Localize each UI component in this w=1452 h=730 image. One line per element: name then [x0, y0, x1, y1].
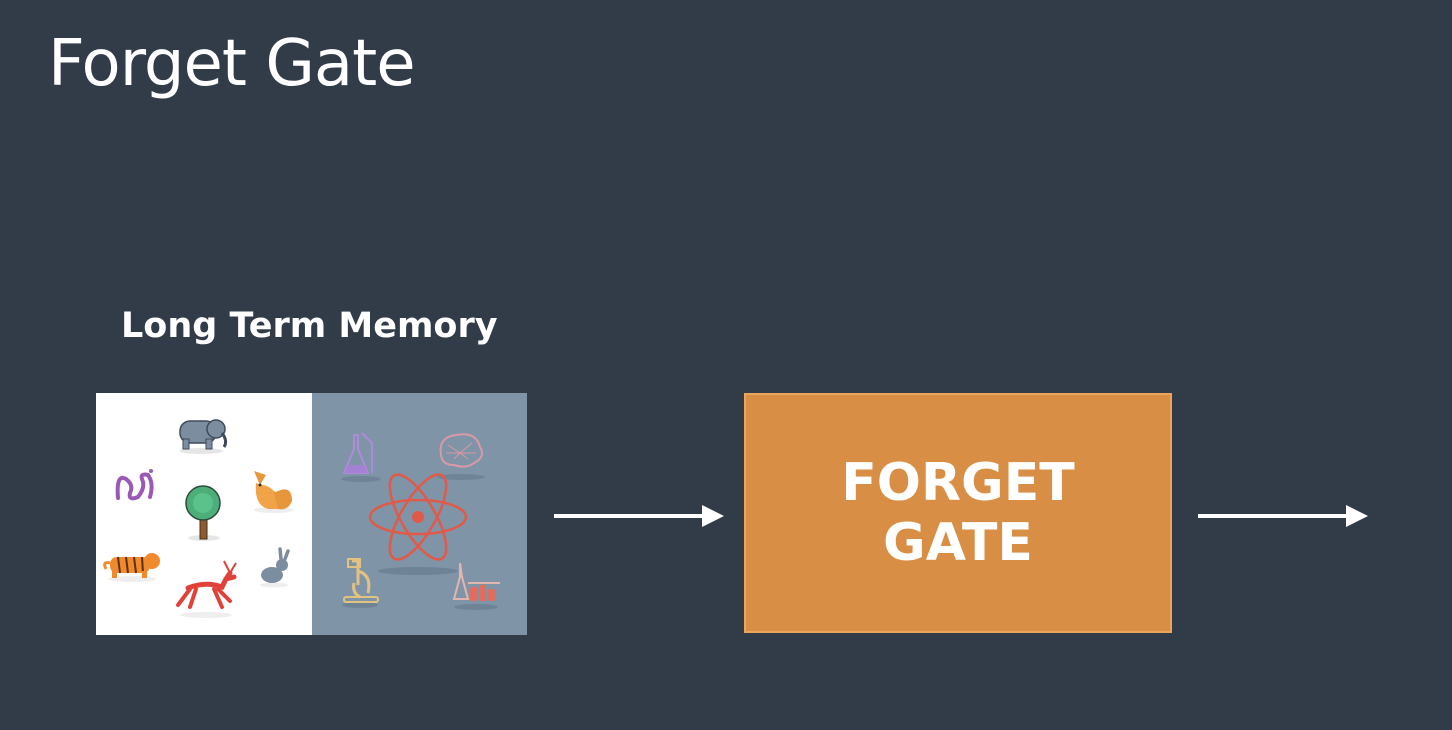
long-term-memory-box: [96, 393, 527, 635]
forget-gate-box: FORGET GATE: [744, 393, 1172, 633]
tree-icon: [185, 485, 221, 541]
lab-equipment-icon: [452, 562, 500, 610]
tiger-icon: [103, 553, 160, 582]
long-term-memory-label: Long Term Memory: [121, 306, 498, 346]
rabbit-icon: [260, 547, 290, 588]
atom-icon: [368, 473, 468, 575]
input-arrow: [554, 505, 724, 527]
fox-icon: [254, 471, 294, 513]
flask-icon: [341, 432, 381, 482]
slide-title: Forget Gate: [48, 27, 416, 101]
forget-gate-label-line2: GATE: [883, 513, 1033, 573]
brain-icon: [437, 433, 485, 480]
deer-icon: [176, 560, 237, 618]
output-arrow: [1198, 505, 1368, 527]
elephant-icon: [179, 419, 228, 454]
forget-gate-label-line1: FORGET: [841, 453, 1075, 513]
worm-icon: [115, 469, 154, 501]
microscope-icon: [342, 558, 379, 608]
